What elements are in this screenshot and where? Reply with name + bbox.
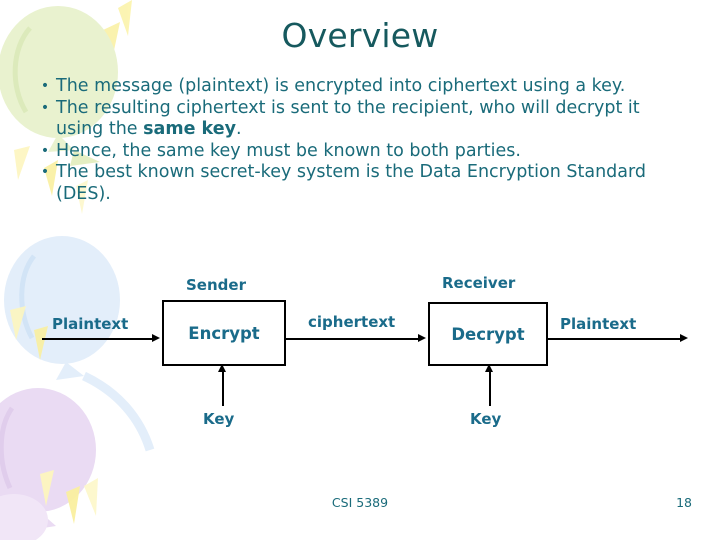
bullet-list: • The message (plaintext) is encrypted i… [34,76,690,205]
ciphertext-label: ciphertext [308,313,396,331]
bullet-text-2-emphasis: same key [143,119,236,139]
bullet-text-4: The best known secret-key system is the … [56,162,690,205]
ciphertext-arrow-line [286,338,420,340]
bullet-marker-icon: • [40,78,50,94]
output-plaintext-arrow-head [680,334,688,342]
sender-key-arrow-line [222,372,224,406]
bullet-text-3-main: Hence, the same key must be known to bot… [56,140,521,161]
sender-label: Sender [186,276,246,294]
bullet-marker-icon: • [40,99,50,116]
bullet-item-2: • The resulting ciphertext is sent to th… [34,98,690,141]
decrypt-box: Decrypt [428,302,548,366]
encrypt-box-label: Encrypt [188,323,260,343]
receiver-key-label: Key [470,410,502,428]
bullet-text-2-main: The resulting ciphertext is sent to the … [56,97,640,140]
output-plaintext-arrow-line [548,338,682,340]
bullet-marker-icon: • [40,164,50,180]
bullet-item-1: • The message (plaintext) is encrypted i… [34,76,690,98]
bullet-text-1: The message (plaintext) is encrypted int… [56,76,690,98]
bullet-text-3: Hence, the same key must be known to bot… [56,141,690,163]
input-plaintext-label: Plaintext [52,315,129,333]
bullet-text-4-main: The best known secret-key system is the … [56,162,647,204]
decrypt-box-label: Decrypt [451,324,525,344]
bullet-item-3: • Hence, the same key must be known to b… [34,141,690,163]
receiver-label: Receiver [442,274,516,292]
encrypt-box: Encrypt [162,300,286,366]
ciphertext-arrow-head [418,334,426,342]
bullet-text-2: The resulting ciphertext is sent to the … [56,98,690,141]
bullet-marker-icon: • [40,142,50,159]
input-plaintext-arrow-line [42,338,154,340]
bullet-text-1-main: The message (plaintext) is encrypted int… [56,76,626,96]
footer-course-label: CSI 5389 [331,495,389,510]
receiver-key-arrow-head [485,364,493,372]
output-plaintext-label: Plaintext [560,315,637,333]
sender-key-label: Key [203,410,235,428]
bullet-text-2-tail: . [236,119,242,139]
slide-title: Overview [281,16,439,55]
bullet-item-4: • The best known secret-key system is th… [34,162,690,205]
footer-page-number: 18 [676,495,692,510]
receiver-key-arrow-line [489,372,491,406]
sender-key-arrow-head [218,364,226,372]
input-plaintext-arrow-head [152,334,160,342]
